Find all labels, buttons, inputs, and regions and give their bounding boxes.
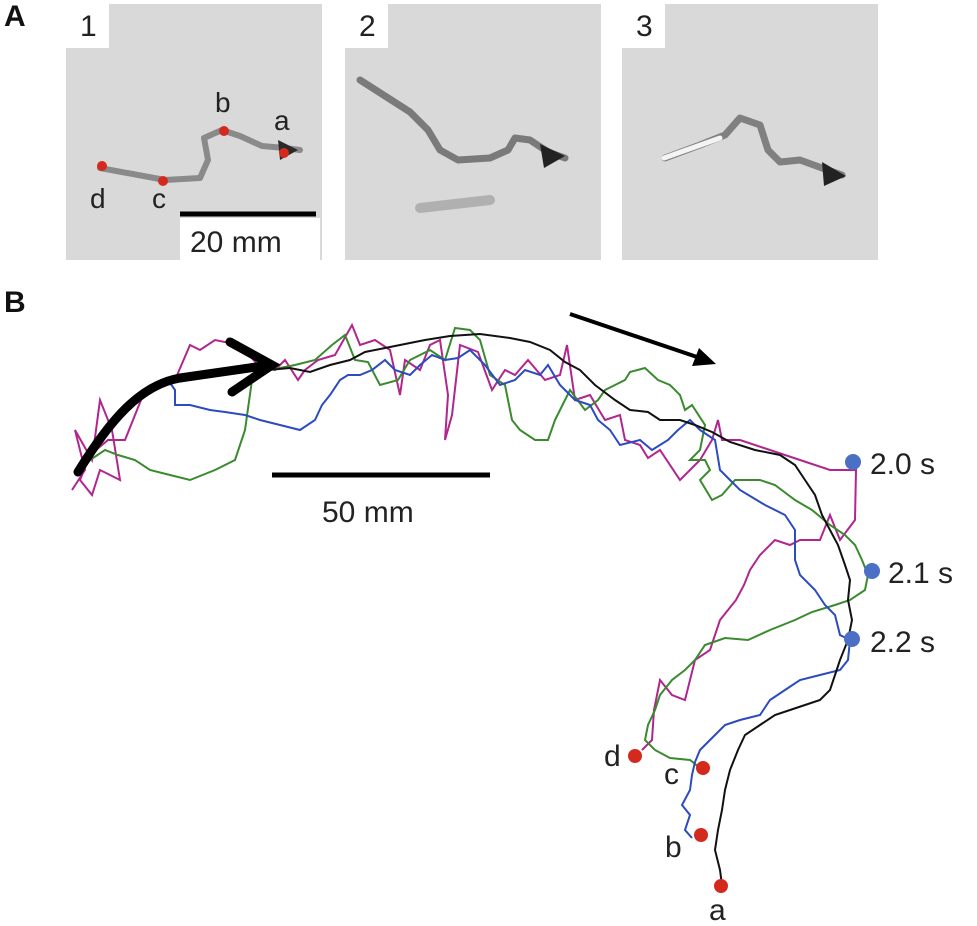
endpoint-marker-a (714, 879, 728, 893)
marker-d-frame-1 (97, 161, 107, 171)
marker-c-frame-1 (158, 176, 168, 186)
trace-blue (167, 348, 852, 839)
video-frame-3: 3 (622, 4, 878, 260)
trace-green (77, 326, 870, 769)
trajectory-traces (71, 322, 870, 886)
frame-number-2: 2 (345, 4, 388, 48)
trace-magenta (71, 322, 858, 751)
video-frame-1: 1 (66, 4, 322, 260)
time-marker-2-2s (844, 631, 860, 647)
direction-arrow-straight (569, 312, 701, 360)
snake-body-frame-1 (97, 127, 303, 183)
trace-black (267, 332, 854, 886)
frame-1-label-b: b (215, 87, 231, 118)
endpoint-label-d: d (604, 740, 621, 773)
frame-1-label-c: c (152, 183, 166, 214)
scale-bar-50mm-label: 50 mm (322, 496, 414, 529)
time-label-2-0s: 2.0 s (870, 448, 935, 481)
direction-arrow-straight-head (692, 348, 716, 366)
endpoint-marker-c (696, 761, 710, 775)
time-label-2-2s: 2.2 s (870, 626, 935, 659)
panel-b-label: B (4, 286, 26, 319)
snake-body-frame-3 (661, 114, 846, 186)
frame-1-label-d: d (90, 183, 106, 214)
panel-a-label: A (4, 0, 26, 33)
video-frame-2: 2 (345, 4, 601, 260)
frame-1-label-a: a (274, 105, 290, 136)
time-marker-2-1s (864, 563, 880, 579)
frame-number-1: 1 (66, 4, 109, 48)
time-label-2-1s: 2.1 s (888, 557, 953, 590)
frame-number-3: 3 (622, 4, 665, 48)
marker-a-frame-1 (279, 148, 289, 158)
scale-bar-20mm-label: 20 mm (190, 226, 282, 259)
direction-arrow-curved-head (225, 337, 281, 397)
endpoint-marker-b (694, 828, 708, 842)
endpoint-label-a: a (709, 894, 726, 926)
endpoint-marker-d (628, 749, 642, 763)
marker-b-frame-1 (219, 126, 229, 136)
endpoint-label-c: c (664, 758, 679, 791)
time-marker-2-0s (845, 454, 861, 470)
snake-body-frame-2 (356, 76, 569, 213)
direction-arrow-curved (73, 360, 275, 477)
endpoint-label-b: b (665, 831, 682, 864)
